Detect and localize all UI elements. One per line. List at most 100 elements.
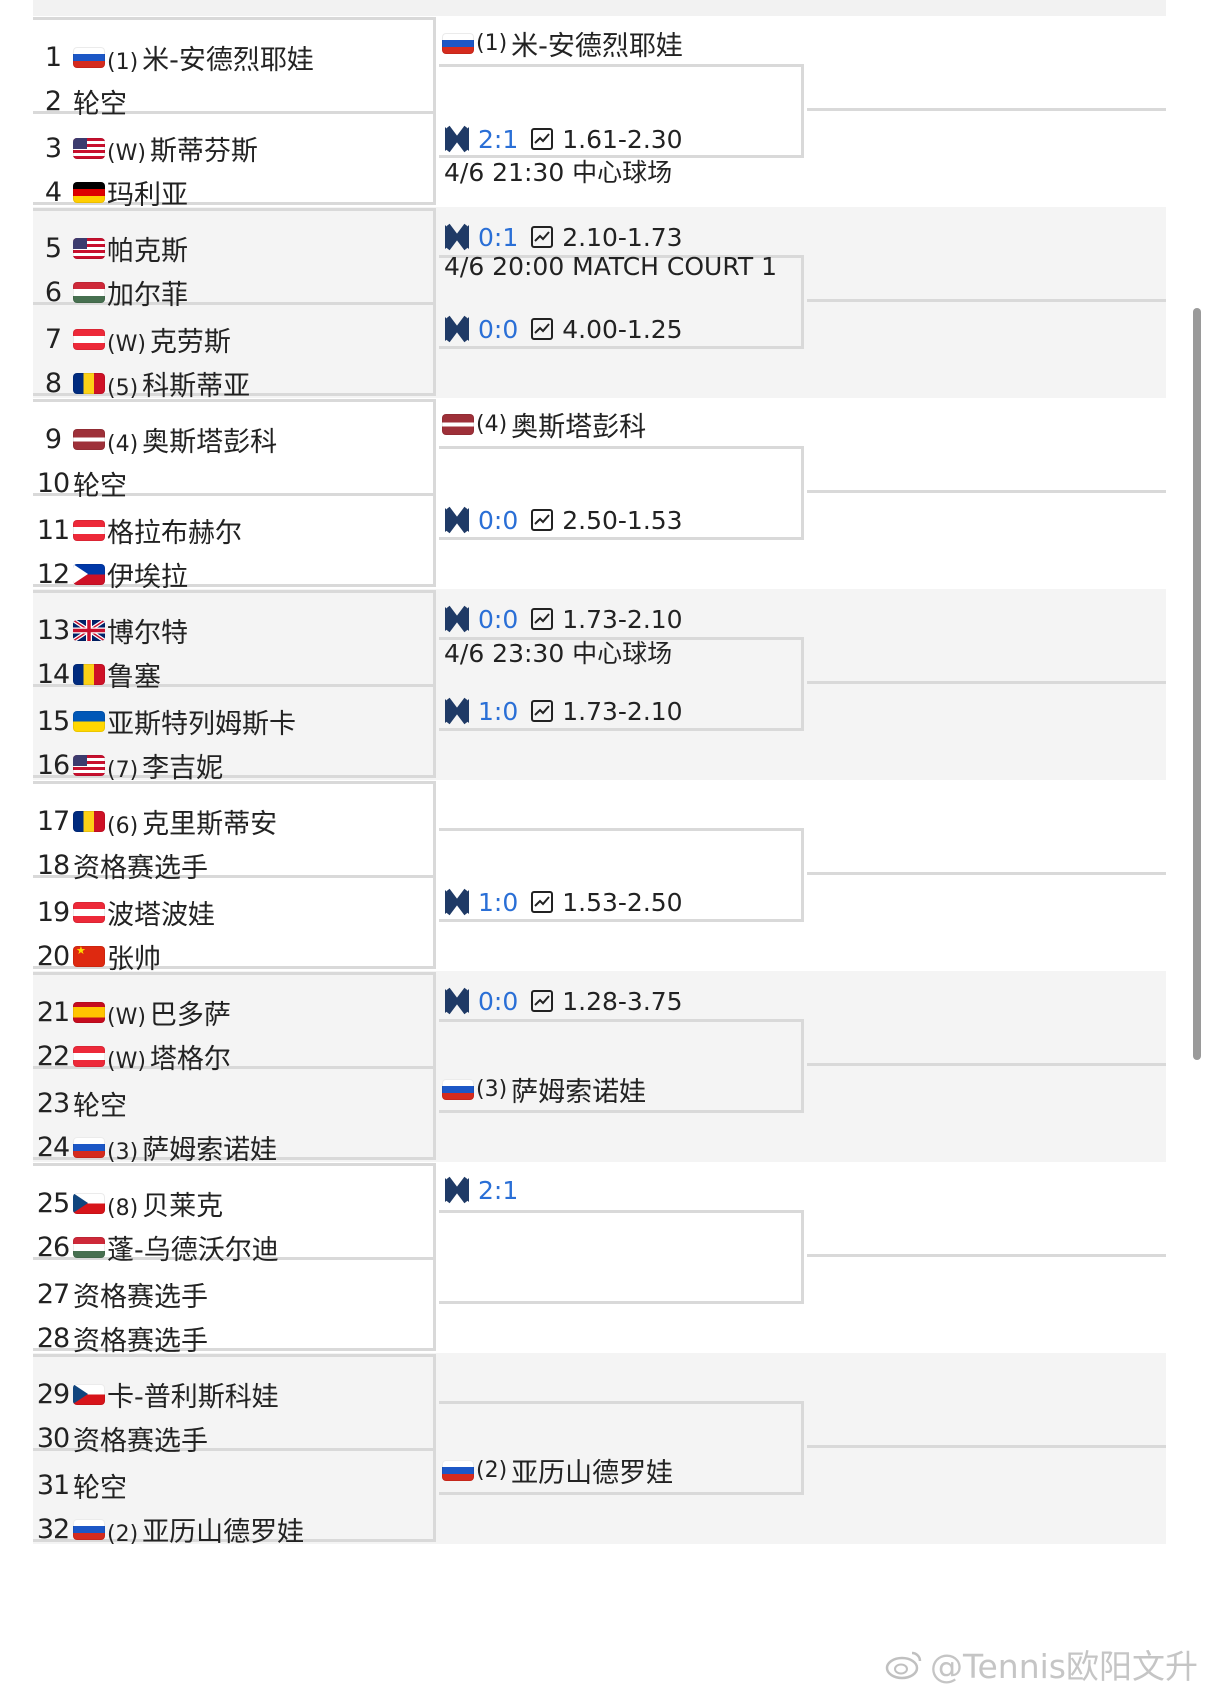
player-name[interactable]: 帕克斯 xyxy=(107,229,188,268)
player-row[interactable]: 20★张帅 xyxy=(33,934,161,978)
player-row[interactable]: 22(W)塔格尔 xyxy=(33,1034,231,1078)
player-name[interactable]: (W)斯蒂芬斯 xyxy=(107,129,258,168)
player-row[interactable]: 21(W)巴多萨 xyxy=(33,990,231,1034)
player-name[interactable]: 玛利亚 xyxy=(107,173,188,212)
player-name[interactable]: 博尔特 xyxy=(107,611,188,650)
player-name[interactable]: 张帅 xyxy=(107,937,161,976)
player-row[interactable]: 8(5)科斯蒂亚 xyxy=(33,361,250,405)
player-row[interactable]: 32(2)亚历山德罗娃 xyxy=(33,1507,304,1551)
match-score[interactable]: 0:1 xyxy=(478,222,519,252)
player-name[interactable]: (3)萨姆索诺娃 xyxy=(107,1128,277,1167)
player-name[interactable]: 卡-普利斯科娃 xyxy=(107,1375,279,1414)
player-name[interactable]: (5)科斯蒂亚 xyxy=(107,364,250,403)
round2-player[interactable]: (1)米-安德烈耶娃 xyxy=(442,24,683,63)
player-name[interactable]: 轮空 xyxy=(73,1084,127,1123)
match-score[interactable]: 0:0 xyxy=(478,986,519,1016)
match-score[interactable]: 1:0 xyxy=(478,887,519,917)
player-name[interactable]: (W)巴多萨 xyxy=(107,993,231,1032)
player-name[interactable]: 鲁塞 xyxy=(107,655,161,694)
player-name[interactable]: 轮空 xyxy=(73,82,127,121)
player-name[interactable]: 资格赛选手 xyxy=(73,1419,208,1458)
player-name[interactable]: 资格赛选手 xyxy=(73,1275,208,1314)
round2-player[interactable]: (2)亚历山德罗娃 xyxy=(442,1451,673,1490)
player-row[interactable]: 1(1)米-安德烈耶娃 xyxy=(33,35,314,79)
player-row[interactable]: 16(7)李吉妮 xyxy=(33,743,223,787)
player-name[interactable]: 轮空 xyxy=(73,1466,127,1505)
player-name[interactable]: (2)亚历山德罗娃 xyxy=(107,1510,304,1549)
line-chart-icon[interactable] xyxy=(530,989,554,1013)
line-chart-icon[interactable] xyxy=(530,127,554,151)
line-chart-icon[interactable] xyxy=(530,890,554,914)
player-row[interactable]: 7(W)克劳斯 xyxy=(33,317,231,361)
player-name[interactable]: 伊埃拉 xyxy=(107,555,188,594)
player-name[interactable]: (8)贝莱克 xyxy=(107,1184,223,1223)
player-name[interactable]: (4)奥斯塔彭科 xyxy=(107,420,277,459)
round2-player[interactable]: (4)奥斯塔彭科 xyxy=(442,405,646,444)
line-chart-icon[interactable] xyxy=(530,699,554,723)
player-name[interactable]: (1)米-安德烈耶娃 xyxy=(107,38,314,77)
player-row[interactable]: 17(6)克里斯蒂安 xyxy=(33,799,277,843)
flag-ru-icon xyxy=(73,1518,105,1540)
flag-hu-icon xyxy=(73,281,105,303)
player-name[interactable]: 亚斯特列姆斯卡 xyxy=(107,702,296,741)
player-name-text: 资格赛选手 xyxy=(73,1281,208,1313)
player-name[interactable]: 资格赛选手 xyxy=(73,846,208,885)
round2-player[interactable]: (3)萨姆索诺娃 xyxy=(442,1070,646,1109)
line-chart-icon[interactable] xyxy=(530,607,554,631)
match-score[interactable]: 0:0 xyxy=(478,604,519,634)
player-name-text: 加尔菲 xyxy=(107,279,188,311)
player-name-text: 卡-普利斯科娃 xyxy=(107,1381,279,1413)
match-score[interactable]: 0:0 xyxy=(478,314,519,344)
line-chart-icon[interactable] xyxy=(530,317,554,341)
match-score[interactable]: 0:0 xyxy=(478,505,519,535)
match-info[interactable]: 2:1 xyxy=(442,1172,530,1208)
player-name[interactable]: 波塔波娃 xyxy=(107,893,215,932)
match-score[interactable]: 1:0 xyxy=(478,696,519,726)
player-name[interactable]: 资格赛选手 xyxy=(73,1319,208,1358)
player-name[interactable]: (W)塔格尔 xyxy=(107,1037,231,1076)
player-name[interactable]: (7)李吉妮 xyxy=(107,746,223,785)
player-name[interactable]: 格拉布赫尔 xyxy=(107,511,242,550)
match-score[interactable]: 2:1 xyxy=(478,124,519,154)
player-row[interactable]: 24(3)萨姆索诺娃 xyxy=(33,1125,277,1169)
player-name[interactable]: (6)克里斯蒂安 xyxy=(107,802,277,841)
player-name[interactable]: 轮空 xyxy=(73,464,127,503)
match-score[interactable]: 2:1 xyxy=(478,1175,519,1205)
player-row[interactable]: 3(W)斯蒂芬斯 xyxy=(33,126,258,170)
player-name[interactable]: 加尔菲 xyxy=(107,273,188,312)
line-chart-icon[interactable] xyxy=(530,225,554,249)
line-chart-icon[interactable] xyxy=(530,508,554,532)
player-name[interactable]: 蓬-乌德沃尔迪 xyxy=(107,1228,279,1267)
player-row[interactable]: 9(4)奥斯塔彭科 xyxy=(33,417,277,461)
player-row[interactable]: 25(8)贝莱克 xyxy=(33,1181,223,1225)
scrollbar[interactable] xyxy=(1193,308,1201,1060)
player-name[interactable]: (W)克劳斯 xyxy=(107,320,231,359)
